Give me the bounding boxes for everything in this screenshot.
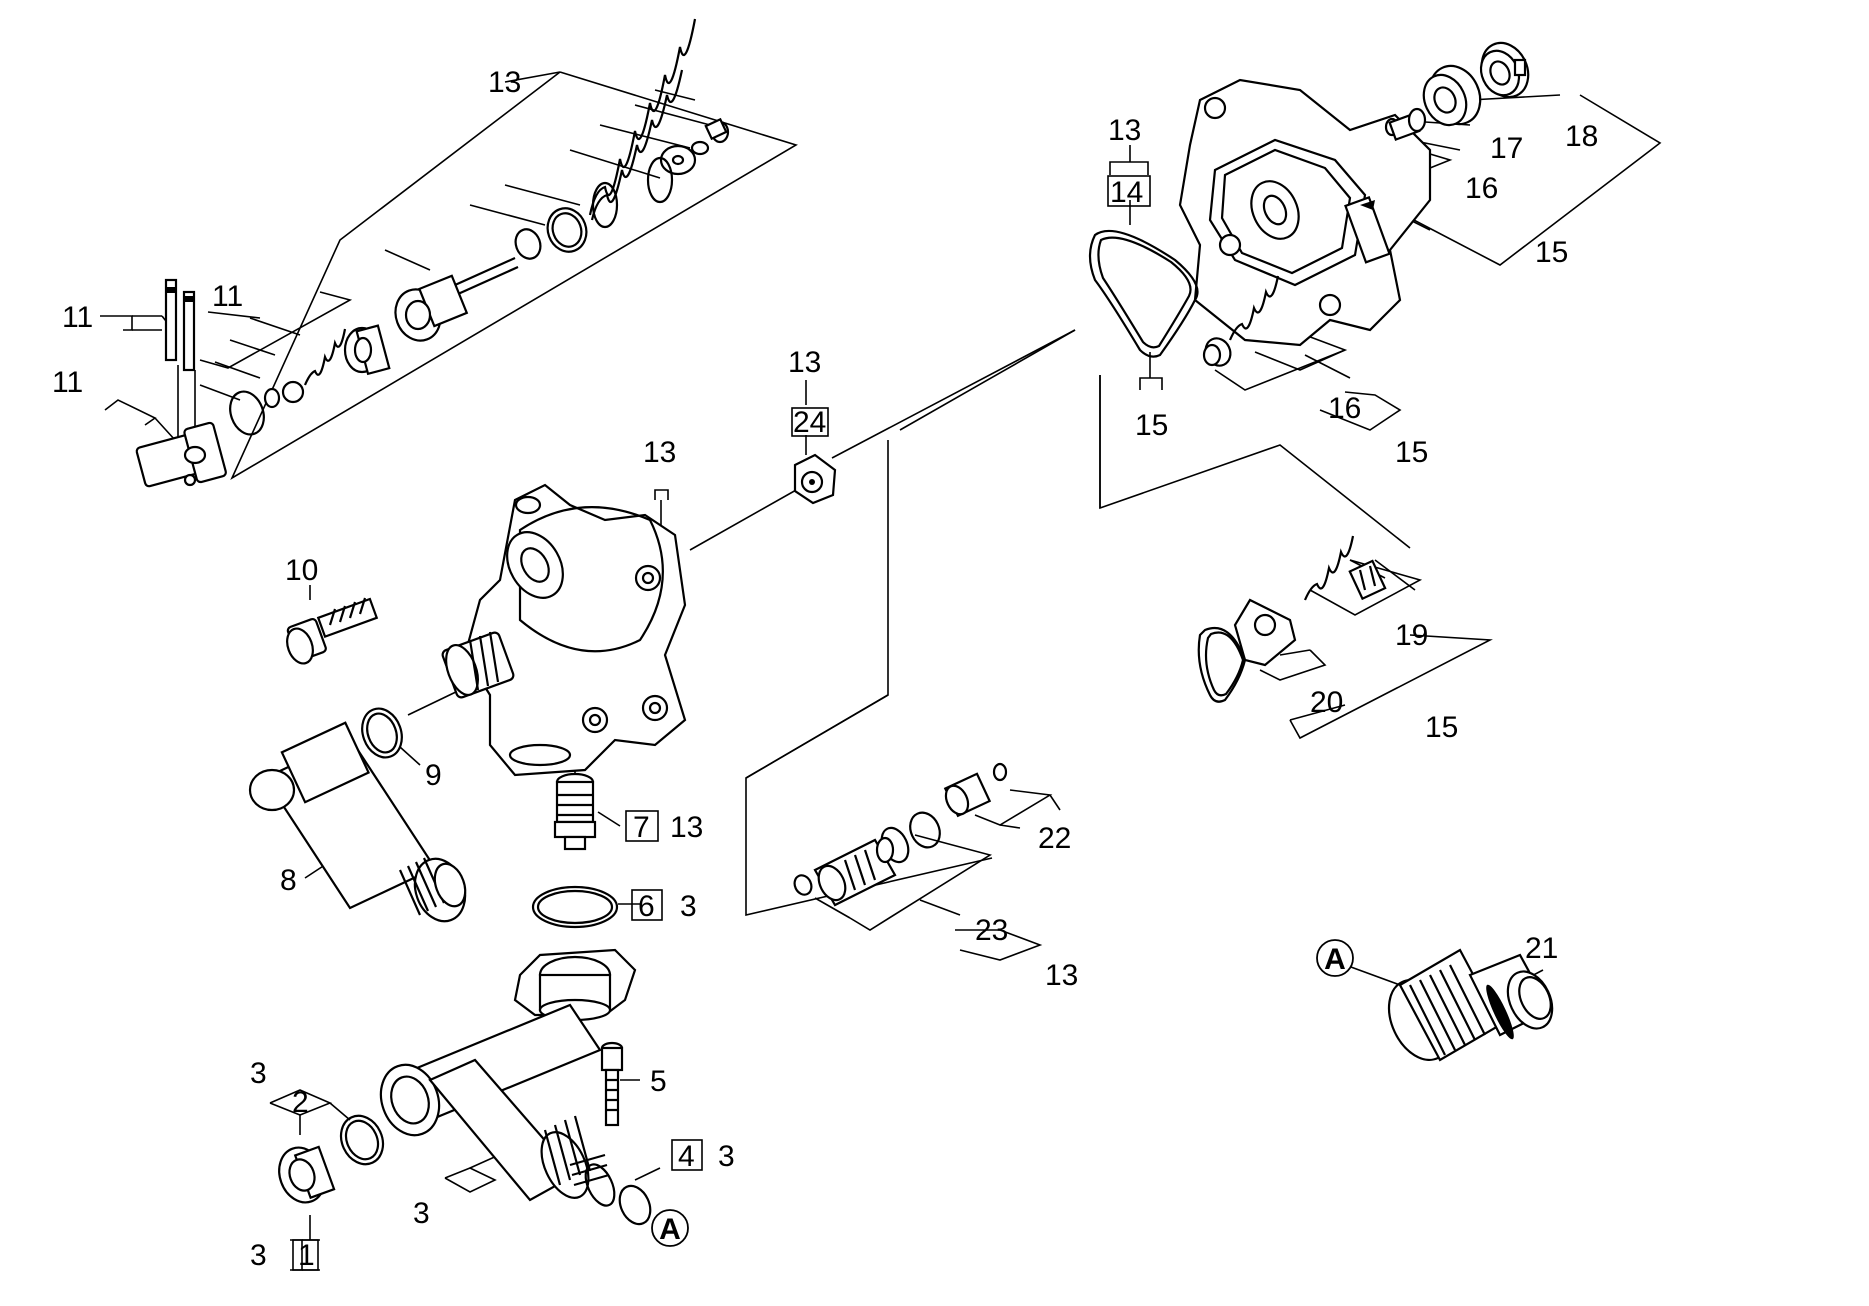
connector-mark-label: A: [1324, 943, 1346, 976]
part-seal-14: [1088, 229, 1199, 358]
callout-5: 5: [650, 1065, 667, 1098]
callout-13: 13: [670, 811, 703, 844]
part-valve-7: [553, 772, 597, 851]
part-pipe-8: [248, 721, 467, 923]
callout-22: 22: [1038, 822, 1071, 855]
callout-9: 9: [425, 759, 442, 792]
strainer-icon: [543, 1115, 616, 1207]
callout-13: 13: [1045, 959, 1078, 992]
leader-lines: [100, 71, 1662, 1271]
callout-16: 16: [1465, 172, 1498, 205]
part-seat-20: [1197, 598, 1297, 703]
part-oring-2: [339, 1114, 385, 1166]
callout-13: 13: [643, 436, 676, 469]
callout-10: 10: [285, 554, 318, 587]
callout-7: 7: [633, 811, 650, 844]
callout-6: 6: [638, 890, 655, 923]
part-inlet-housing: [379, 948, 652, 1226]
thread-icon: [441, 631, 515, 699]
callout-13: 13: [488, 66, 521, 99]
part-valve-19: [1303, 535, 1387, 601]
callout-23: 23: [975, 914, 1008, 947]
callout-18: 18: [1565, 120, 1598, 153]
connector-mark-label: A: [659, 1213, 681, 1246]
callout-2: 2: [292, 1086, 309, 1119]
part-cover-24: [793, 453, 837, 505]
callout-15: 15: [1425, 711, 1458, 744]
callout-3: 3: [718, 1140, 735, 1173]
callout-4: 4: [678, 1140, 695, 1173]
callout-17: 17: [1490, 132, 1523, 165]
label-boxes: [292, 175, 1151, 1271]
part-valve-block-15: [1178, 78, 1432, 347]
callout-14: 14: [1110, 176, 1143, 209]
connector-mark-a-1: A: [1316, 939, 1354, 977]
callout-11: 11: [62, 301, 93, 334]
connector-mark-a-2: A: [651, 1209, 689, 1247]
callout-1: 1: [298, 1239, 315, 1272]
callout-8: 8: [280, 864, 297, 897]
callout-3: 3: [680, 890, 697, 923]
part-bolt-10: [286, 597, 379, 665]
callout-15: 15: [1535, 236, 1568, 269]
callout-11: 11: [52, 366, 83, 399]
part-cap-18: [1479, 41, 1530, 99]
callout-13: 13: [788, 346, 821, 379]
part-bolt-5: [600, 1041, 624, 1127]
callout-15: 15: [1395, 436, 1428, 469]
part-spring-16b: [1202, 275, 1280, 367]
callout-3: 3: [413, 1197, 430, 1230]
callout-3: 3: [250, 1057, 267, 1090]
part-valve-22: [943, 762, 1008, 818]
callout-13: 13: [1108, 114, 1141, 147]
part-seat-16: [1384, 107, 1427, 141]
callout-16: 16: [1328, 392, 1361, 425]
part-check-valves-23: [793, 811, 941, 907]
part-oring-6: [531, 885, 619, 929]
callout-11: 11: [212, 280, 243, 313]
callout-21: 21: [1525, 932, 1558, 965]
part-plug-1: [278, 1145, 336, 1204]
callout-3: 3: [250, 1239, 267, 1272]
callout-labels: 13 11 11 11 10 13 13 24 9 8 7 13 6 3 5 3…: [52, 66, 1598, 1272]
callout-20: 20: [1310, 686, 1343, 719]
part-oring-9: [361, 707, 403, 759]
part-seal-17: [1422, 64, 1482, 127]
part-valve-stack: [135, 18, 730, 488]
spring-icon: [588, 18, 697, 229]
callout-19: 19: [1395, 619, 1428, 652]
callout-24: 24: [793, 406, 826, 439]
part-adapter-21: [1387, 948, 1554, 1062]
part-pump-head: [441, 483, 687, 777]
callout-15: 15: [1135, 409, 1168, 442]
